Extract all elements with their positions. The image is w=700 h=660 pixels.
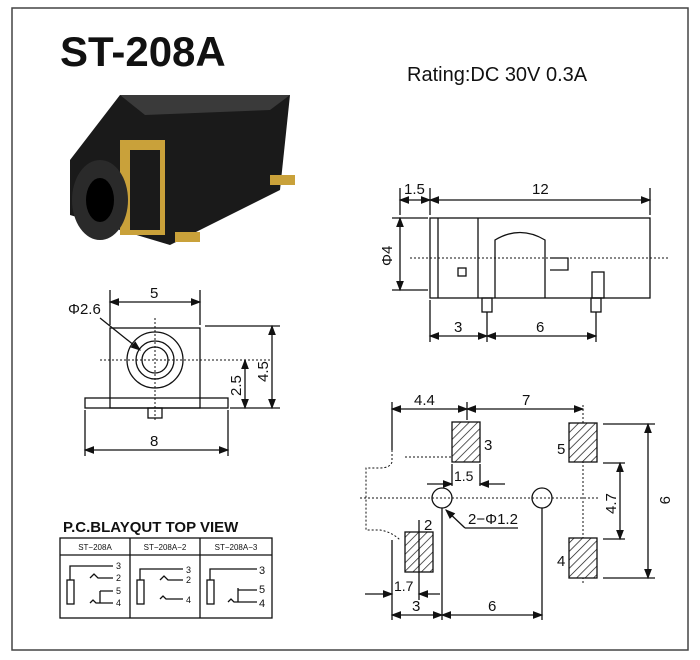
pin-label: 5 [116,586,121,596]
dim-pcb-holes: 2−Φ1.2 [468,511,518,528]
pad-label-5: 5 [557,441,565,458]
dim-side-pin1: 3 [454,319,462,336]
pad-5 [568,422,598,463]
pad-label-4: 4 [557,553,565,570]
dim-front-base: 8 [150,433,158,450]
product-title: ST-208A [60,28,226,75]
pad-4 [568,537,598,579]
dim-front-center: 2.5 [228,375,245,396]
column-header: ST−208A [78,543,112,552]
dim-side-pin2: 6 [536,319,544,336]
pcb-layout: 3 5 4 2 4.4 7 1.5 2−Φ1.2 4.7 9 1.7 3 6 [360,392,673,620]
dim-pcb-span: 9 [656,496,673,504]
dim-side-left: 1.5 [404,181,425,198]
dim-side-length: 12 [532,181,549,198]
dim-front-hole: Φ2.6 [68,301,101,318]
pin-label: 5 [259,584,265,596]
side-view: 1.5 12 Φ4 3 6 [379,181,670,342]
schematic-st-208a-3: 3 5 4 [206,565,265,610]
dim-pcb-a: 4.4 [414,392,435,409]
dim-pcb-gap: 4.7 [603,493,620,514]
dim-front-height: 4.5 [255,361,272,382]
pin-label: 3 [186,565,191,575]
rating-text: Rating:DC 30V 0.3A [407,64,588,86]
pin-label: 2 [186,575,191,585]
column-header: ST−208A−2 [144,543,187,552]
dim-pcb-pad: 1.5 [454,468,474,484]
table-title: P.C.BLAYQUT TOP VIEW [63,519,239,536]
pin-label: 3 [116,561,121,571]
dim-pcb-c: 1.7 [394,578,414,594]
dim-front-width: 5 [150,285,158,302]
dim-side-diameter: Φ4 [379,246,396,266]
dim-pcb-b: 7 [522,392,530,409]
pin-label: 3 [259,565,265,577]
pad-label-3: 3 [484,437,492,454]
pin-label: 4 [116,598,121,608]
pin-label: 4 [259,598,265,610]
frame-border [11,7,689,651]
schematic-st-208a: 3 2 5 4 [66,561,121,608]
pin-label: 2 [116,573,121,583]
column-header: ST−208A−3 [215,543,258,552]
front-view: 5 Φ2.6 4.5 2.5 8 [68,285,280,456]
pin-label: 4 [186,595,191,605]
pad-label-2: 2 [424,517,432,534]
pinout-table: P.C.BLAYQUT TOP VIEW ST−208A ST−208A−2 S… [59,519,273,619]
dim-pcb-e: 6 [488,598,496,615]
schematic-st-208a-2: 3 2 4 [136,565,191,605]
product-photo [70,95,295,245]
dim-pcb-d: 3 [412,598,420,615]
pad-3 [451,421,481,463]
